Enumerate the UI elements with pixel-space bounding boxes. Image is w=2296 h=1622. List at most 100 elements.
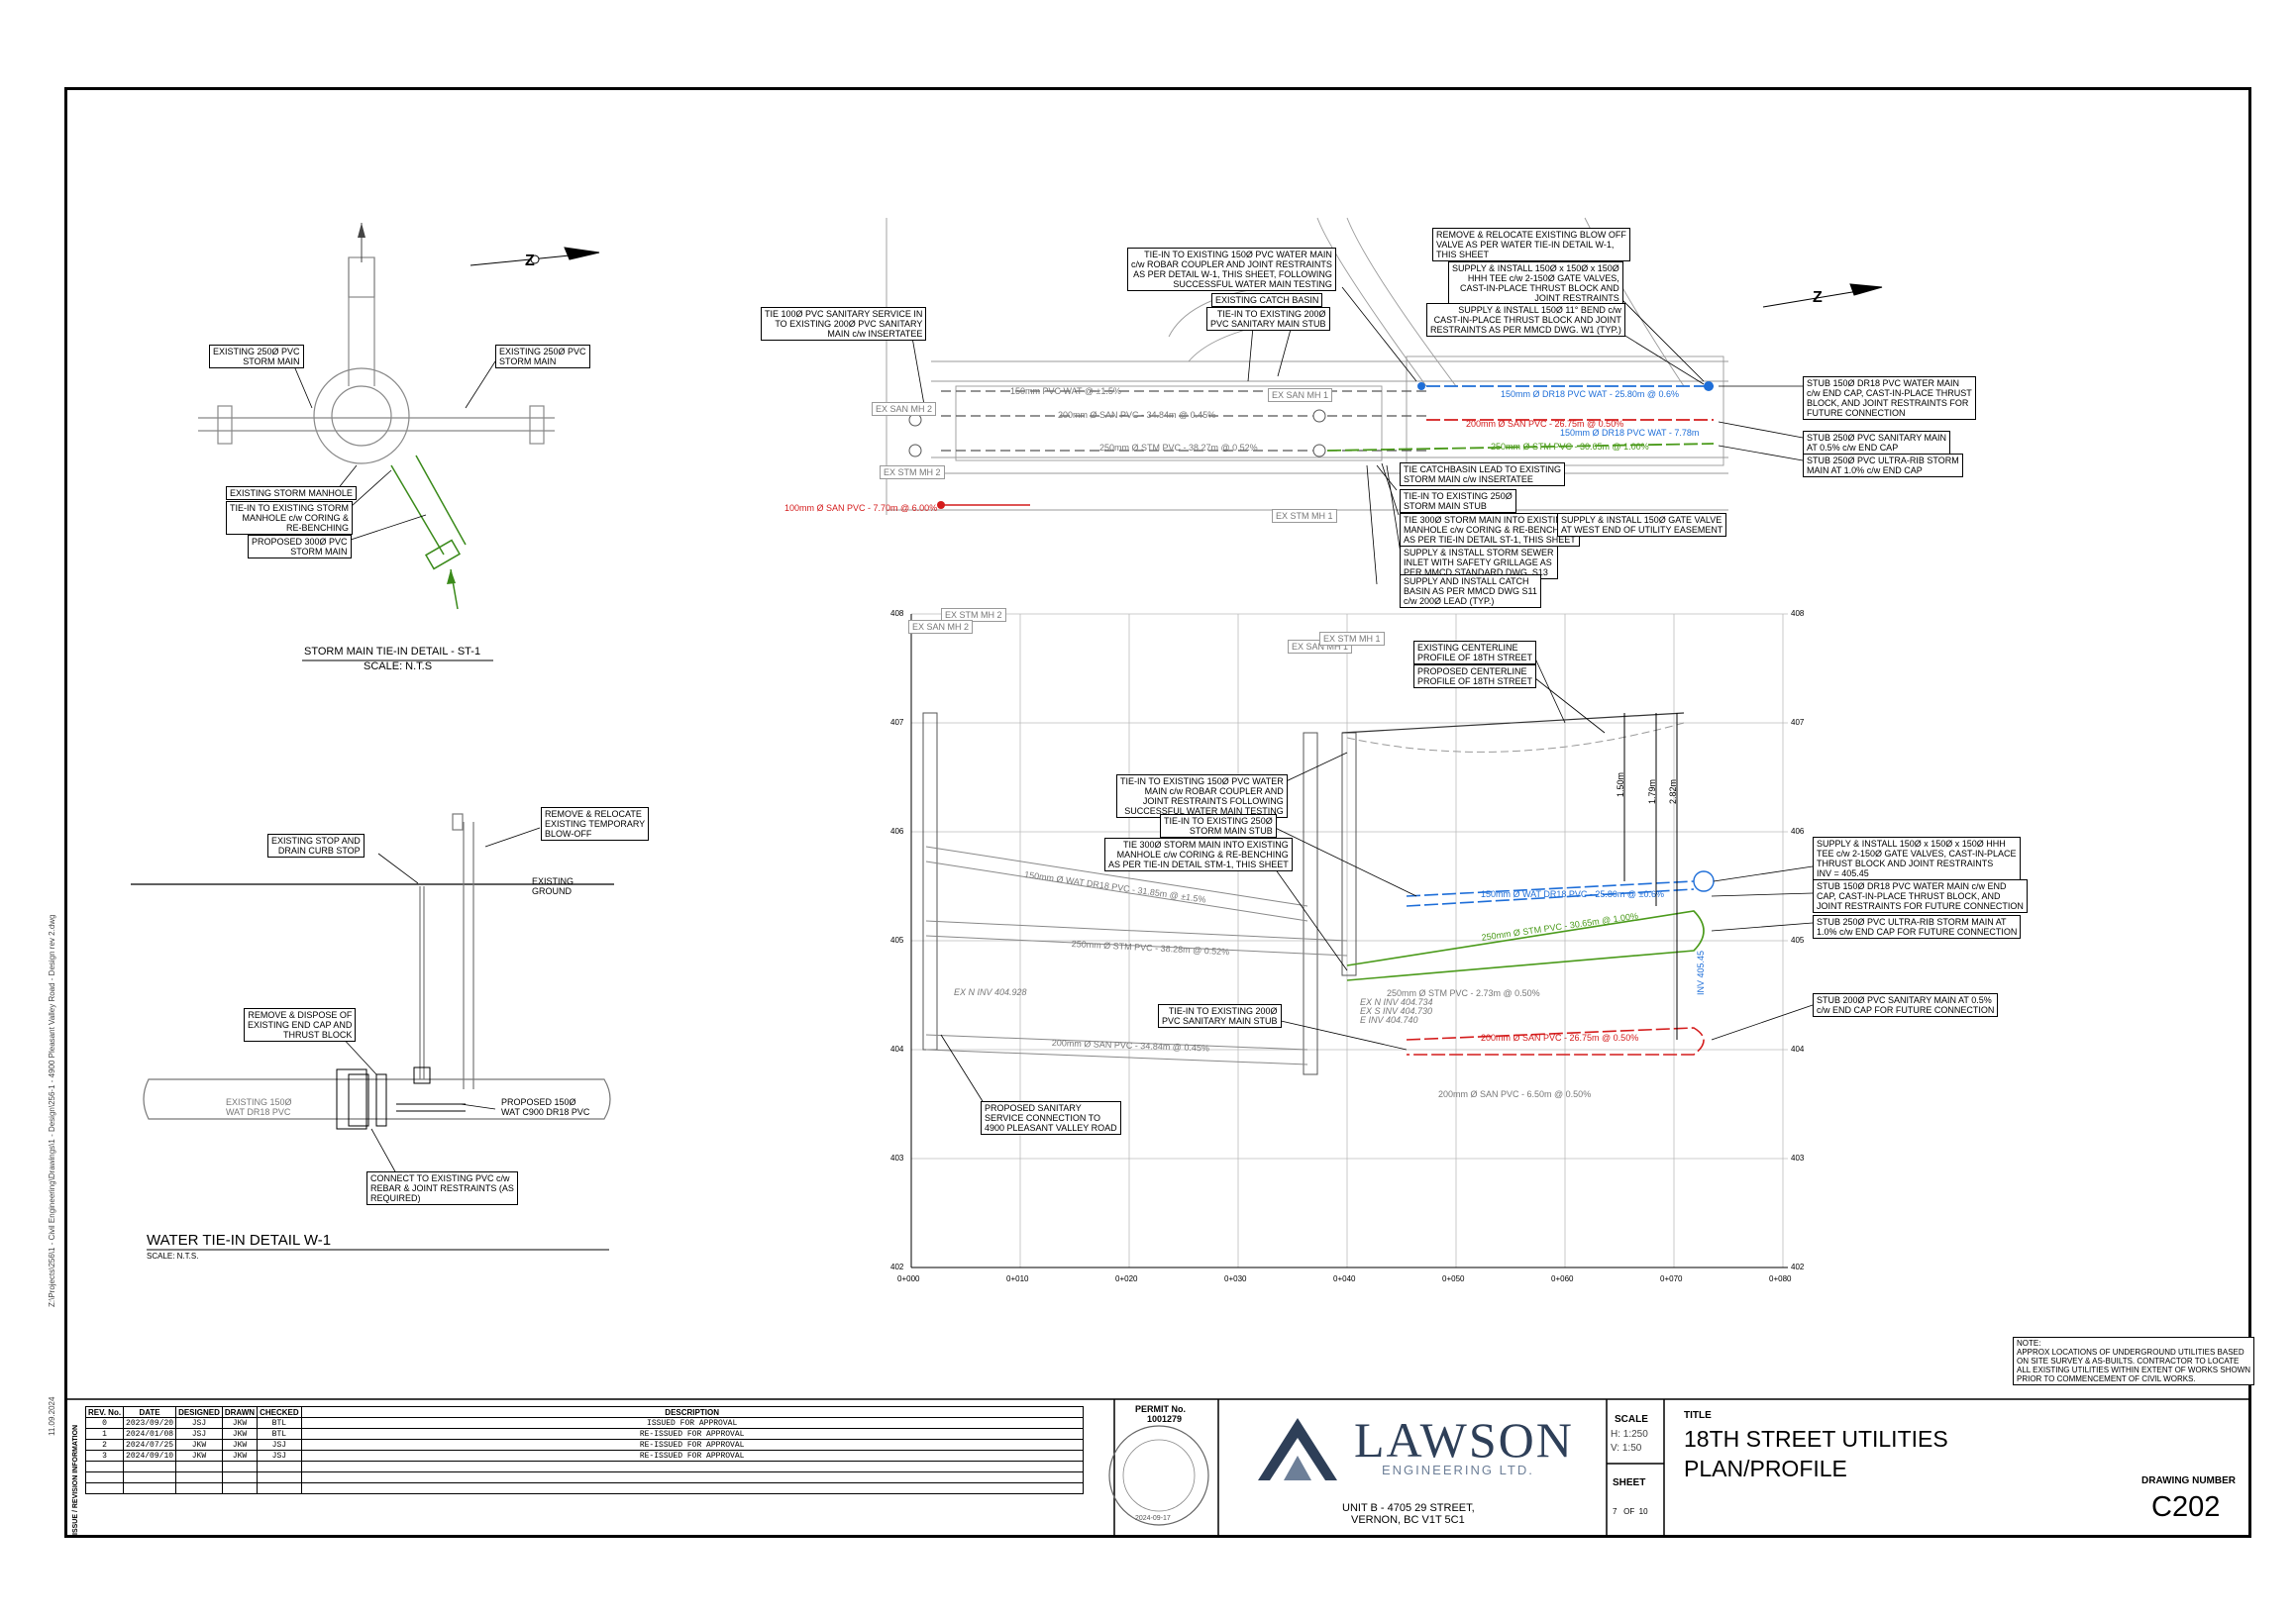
revision-cell: BTL — [257, 1417, 302, 1429]
prof-wat-prop: 150mm Ø WAT DR18 PVC - 25.80m @ ±0.6% — [1481, 889, 1664, 899]
revision-cell: JSJ — [257, 1450, 302, 1462]
y-tick-label: 404 — [890, 1045, 904, 1054]
plan-cb-install: SUPPLY AND INSTALL CATCH BASIN AS PER MM… — [1400, 574, 1541, 608]
plan-stm-stub: TIE-IN TO EXISTING 250Ø STORM MAIN STUB — [1400, 489, 1516, 513]
drawing-number: C202 — [2151, 1491, 2221, 1523]
prof-dim1: 1.50m — [1616, 771, 1625, 797]
prof-san-stub: TIE-IN TO EXISTING 200Ø PVC SANITARY MAI… — [1158, 1004, 1282, 1028]
prof-inv-405: INV 405.45 — [1696, 950, 1706, 995]
plan-stub-stm: STUB 250Ø PVC ULTRA-RIB STORM MAIN AT 1.… — [1803, 454, 1963, 477]
revision-vertical-label: ISSUE / REVISION INFORMATION — [72, 1424, 79, 1535]
w1-existing-wat: EXISTING 150Ø WAT DR18 PVC — [226, 1097, 292, 1117]
prof-ex-n-inv: EX N INV 404.928 — [954, 987, 1027, 997]
revision-cell: 3 — [84, 1450, 125, 1462]
plan-san-stub-tie: TIE-IN TO EXISTING 200Ø PVC SANITARY MAI… — [1206, 307, 1330, 331]
w1-title: WATER TIE-IN DETAIL W-1 — [147, 1232, 332, 1249]
plan-wat-150: 150mm PVC WAT @ ±1.5% — [1010, 386, 1121, 396]
revision-header: REV. No. — [84, 1406, 125, 1418]
revision-cell: RE-ISSUED FOR APPROVAL — [300, 1450, 1084, 1462]
plan-stub-wat: STUB 150Ø DR18 PVC WATER MAIN c/w END CA… — [1803, 376, 1976, 420]
revision-row-empty — [84, 1482, 1084, 1494]
st1-scale: SCALE: N.T.S — [364, 660, 433, 672]
prof-ex-stm-mh1: EX STM MH 1 — [1319, 632, 1385, 646]
company-name: LAWSON — [1354, 1412, 1574, 1468]
st1-existing-manhole: EXISTING STORM MANHOLE — [226, 486, 357, 500]
revision-cell: JSJ — [257, 1439, 302, 1451]
w1-connect: CONNECT TO EXISTING PVC c/w REBAR & JOIN… — [366, 1171, 518, 1205]
drawing-frame — [64, 87, 2251, 1538]
revision-header: CHECKED — [257, 1406, 302, 1418]
y-tick-label: 406 — [1791, 827, 1805, 836]
y-tick-label: 406 — [890, 827, 904, 836]
revision-cell: JKW — [175, 1439, 223, 1451]
plan-blow-off: REMOVE & RELOCATE EXISTING BLOW OFF VALV… — [1432, 228, 1630, 261]
prof-stm-short: 250mm Ø STM PVC - 2.73m @ 0.50% — [1387, 988, 1540, 998]
st1-proposed: PROPOSED 300Ø PVC STORM MAIN — [248, 535, 352, 558]
prof-wat-tie: TIE-IN TO EXISTING 150Ø PVC WATER MAIN c… — [1116, 774, 1288, 818]
st1-existing-storm-left: EXISTING 250Ø PVC STORM MAIN — [209, 345, 304, 368]
plan-wat-dr18b: 150mm Ø DR18 PVC WAT - 7.78m — [1560, 428, 1700, 438]
y-tick-label: 405 — [890, 936, 904, 945]
title-label: TITLE — [1684, 1410, 1712, 1421]
revision-header: DATE — [123, 1406, 177, 1418]
revision-cell: JSJ — [175, 1428, 223, 1440]
revision-cell: 2024/09/10 — [123, 1450, 177, 1462]
plan-gate-valve: SUPPLY & INSTALL 150Ø GATE VALVE AT WEST… — [1557, 513, 1727, 537]
x-tick-label: 0+000 — [897, 1274, 920, 1283]
y-tick-label: 404 — [1791, 1045, 1805, 1054]
revision-cell: JKW — [221, 1439, 259, 1451]
prof-ex-stm-mh2-top: EX STM MH 2 — [941, 608, 1006, 622]
sheet-label: SHEET — [1613, 1477, 1646, 1488]
revision-cell: RE-ISSUED FOR APPROVAL — [300, 1428, 1084, 1440]
address-line2: VERNON, BC V1T 5C1 — [1351, 1514, 1465, 1526]
st1-tie-in: TIE-IN TO EXISTING STORM MANHOLE c/w COR… — [226, 501, 354, 535]
prof-prop-cl: PROPOSED CENTERLINE PROFILE OF 18TH STRE… — [1413, 664, 1537, 688]
plan-stm-mh: TIE 300Ø STORM MAIN INTO EXISTING MANHOL… — [1400, 513, 1580, 547]
address-line1: UNIT B - 4705 29 STREET, — [1342, 1502, 1475, 1514]
w1-remove-blowoff: REMOVE & RELOCATE EXISTING TEMPORARY BLO… — [541, 807, 650, 841]
revision-cell: RE-ISSUED FOR APPROVAL — [300, 1439, 1084, 1451]
prof-stub-san: STUB 200Ø PVC SANITARY MAIN AT 0.5% c/w … — [1813, 993, 1999, 1017]
x-tick-label: 0+070 — [1660, 1274, 1683, 1283]
y-tick-label: 408 — [1791, 609, 1805, 618]
plan-sewer-inlet: SUPPLY & INSTALL STORM SEWER INLET WITH … — [1400, 546, 1558, 579]
plan-hhh-tee: SUPPLY & INSTALL 150Ø x 150Ø x 150Ø HHH … — [1448, 261, 1623, 305]
prof-stm-stub: TIE-IN TO EXISTING 250Ø STORM MAIN STUB — [1160, 814, 1277, 838]
revision-cell: 2023/09/20 — [123, 1417, 177, 1429]
revision-header: DESCRIPTION — [300, 1406, 1084, 1418]
plan-stub-san: STUB 250Ø PVC SANITARY MAIN AT 0.5% c/w … — [1803, 431, 1951, 455]
revision-cell: JKW — [221, 1450, 259, 1462]
permit-number: 1001279 — [1147, 1414, 1183, 1424]
prof-inv-trio: EX N INV 404.734 EX S INV 404.730 E INV … — [1360, 997, 1433, 1025]
permit-label: PERMIT No. — [1135, 1404, 1186, 1414]
plan-bend: SUPPLY & INSTALL 150Ø 11° BEND c/w CAST-… — [1426, 303, 1625, 337]
revision-cell: ISSUED FOR APPROVAL — [300, 1417, 1084, 1429]
plan-water-tie: TIE-IN TO EXISTING 150Ø PVC WATER MAIN c… — [1127, 248, 1336, 291]
scale-label: SCALE — [1615, 1414, 1648, 1425]
prof-hhh: SUPPLY & INSTALL 150Ø x 150Ø x 150Ø HHH … — [1813, 837, 2021, 880]
svg-text:Z: Z — [525, 253, 535, 269]
drawing-number-label: DRAWING NUMBER — [2141, 1475, 2236, 1486]
w1-remove-cap: REMOVE & DISPOSE OF EXISTING END CAP AND… — [244, 1008, 357, 1042]
y-tick-label: 405 — [1791, 936, 1805, 945]
x-tick-label: 0+080 — [1769, 1274, 1792, 1283]
company-logo-mark — [1258, 1418, 1337, 1480]
revision-cell: JSJ — [175, 1417, 223, 1429]
company-subname: ENGINEERING LTD. — [1382, 1463, 1534, 1477]
revision-row-empty — [84, 1461, 1084, 1472]
revision-header: DRAWN — [221, 1406, 259, 1418]
sheet-title-2: PLAN/PROFILE — [1684, 1456, 1847, 1481]
prof-san-prop: 200mm Ø SAN PVC - 26.75m @ 0.50% — [1481, 1033, 1639, 1043]
seal-date: 2024-09-17 — [1135, 1515, 1171, 1522]
y-tick-label: 407 — [1791, 718, 1805, 727]
plan-ex-stm-mh1: EX STM MH 1 — [1272, 509, 1337, 523]
prof-dim3: 2.82m — [1668, 778, 1678, 804]
sheet-value: 7 OF 10 — [1613, 1507, 1648, 1516]
svg-text:Z: Z — [1813, 289, 1823, 306]
revision-cell: BTL — [257, 1428, 302, 1440]
